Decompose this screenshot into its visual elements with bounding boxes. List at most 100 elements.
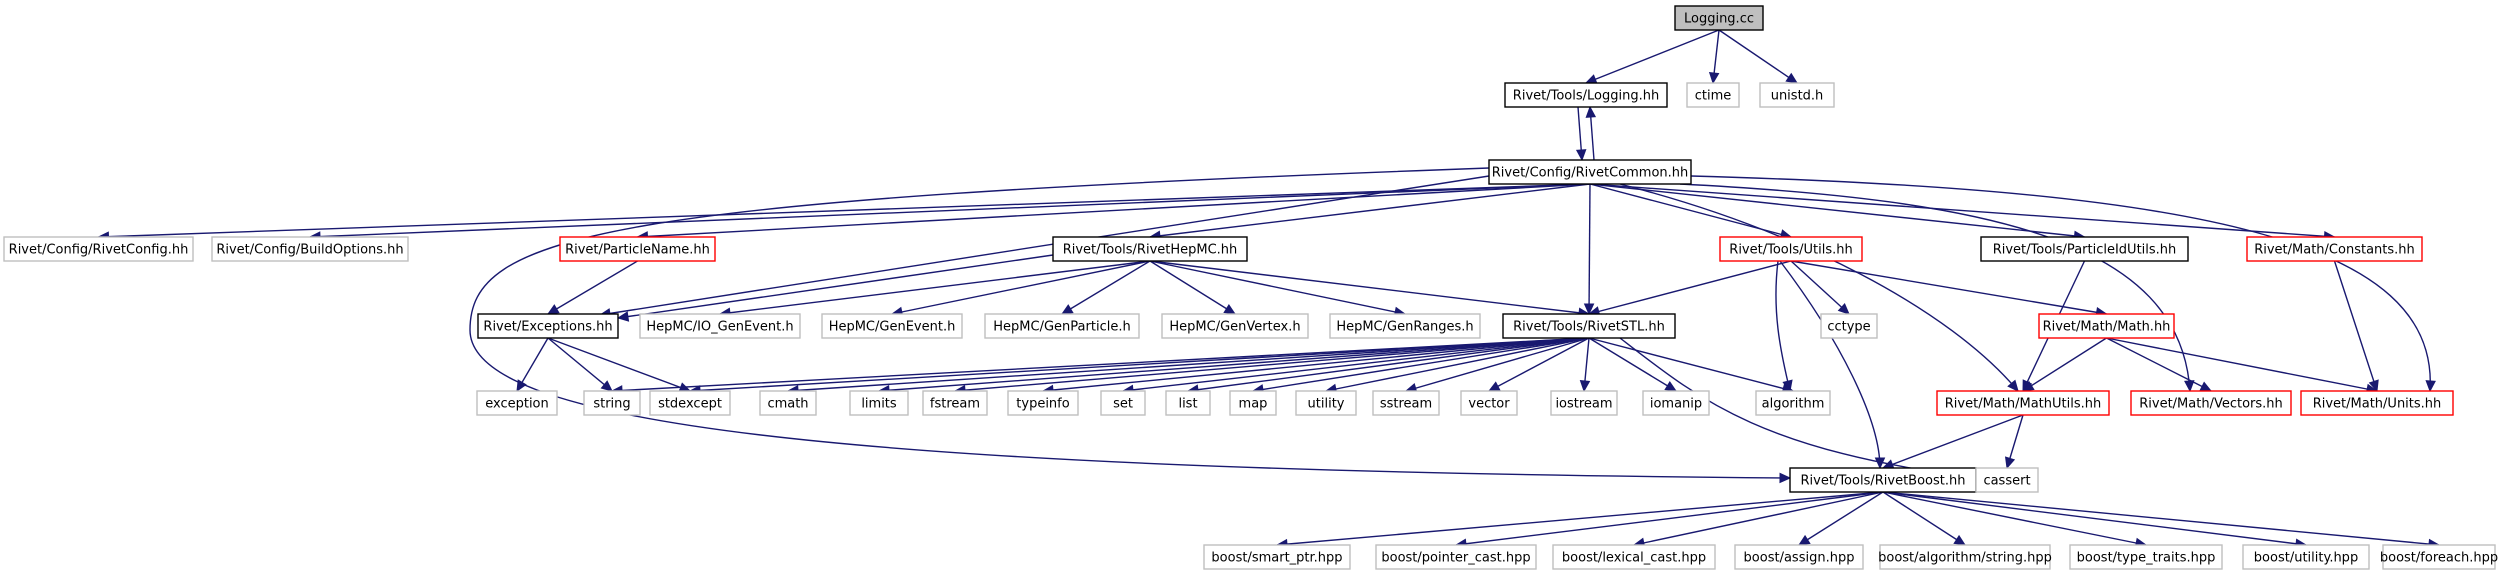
node-exceptions[interactable]: Rivet/Exceptions.hh — [477, 313, 619, 339]
node-foreach[interactable]: boost/foreach.hpp — [2380, 544, 2498, 570]
edge-arrowhead — [2184, 380, 2195, 393]
edge-arrowhead — [600, 380, 613, 392]
node-rivetcommon[interactable]: Rivet/Config/RivetCommon.hh — [1488, 159, 1692, 185]
edge-line — [1589, 183, 2335, 238]
node-label: HepMC/GenVertex.h — [1169, 320, 1300, 335]
node-vectors[interactable]: Rivet/Math/Vectors.hh — [2130, 390, 2292, 416]
node-tools_logging[interactable]: Rivet/Tools/Logging.hh — [1504, 82, 1668, 108]
node-box — [1759, 82, 1835, 108]
edge-arrowhead — [616, 311, 630, 322]
node-smart_ptr[interactable]: boost/smart_ptr.hpp — [1203, 544, 1351, 570]
edge-arrowhead — [1487, 381, 1501, 392]
edge-tools_logging-to-rivetcommon — [1575, 106, 1587, 162]
node-ctime[interactable]: ctime — [1686, 82, 1740, 108]
node-rivetboost[interactable]: Rivet/Tools/RivetBoost.hh — [1789, 467, 1977, 493]
node-rivetconfig[interactable]: Rivet/Config/RivetConfig.hh — [3, 236, 194, 262]
node-genparticle[interactable]: HepMC/GenParticle.h — [984, 313, 1140, 339]
node-iostream[interactable]: iostream — [1550, 390, 1618, 416]
node-label: stdexcept — [658, 397, 722, 412]
node-vector[interactable]: vector — [1460, 390, 1518, 416]
edge-line — [309, 183, 1591, 238]
node-box — [1007, 390, 1079, 416]
node-box — [1502, 313, 1676, 339]
node-stdexcept[interactable]: stdexcept — [649, 390, 731, 416]
node-set[interactable]: set — [1100, 390, 1146, 416]
node-sstream[interactable]: sstream — [1372, 390, 1440, 416]
node-algorithm[interactable]: algorithm — [1755, 390, 1831, 416]
node-genvertex[interactable]: HepMC/GenVertex.h — [1161, 313, 1309, 339]
node-label: Rivet/Tools/Utils.hh — [1729, 243, 1852, 258]
node-label: Logging.cc — [1684, 12, 1754, 27]
node-pointer_cast[interactable]: boost/pointer_cast.hpp — [1375, 544, 1537, 570]
edge-rivetboost-to-smart_ptr — [1275, 491, 1884, 550]
node-rivethepmc[interactable]: Rivet/Tools/RivetHepMC.hh — [1052, 236, 1248, 262]
node-assign[interactable]: boost/assign.hpp — [1734, 544, 1864, 570]
edge-rivethepmc-to-genparticle — [1060, 260, 1151, 315]
node-utils[interactable]: Rivet/Tools/Utils.hh — [1719, 236, 1863, 262]
node-box — [2069, 544, 2223, 570]
node-typeinfo[interactable]: typeinfo — [1007, 390, 1079, 416]
node-box — [211, 236, 409, 262]
node-type_traits[interactable]: boost/type_traits.hpp — [2069, 544, 2223, 570]
node-iomanip[interactable]: iomanip — [1642, 390, 1710, 416]
edge-arrowhead — [2368, 379, 2379, 393]
node-genevent[interactable]: HepMC/GenEvent.h — [821, 313, 963, 339]
node-math[interactable]: Rivet/Math/Math.hh — [2038, 313, 2175, 339]
node-box — [1755, 390, 1831, 416]
node-lexical_cast[interactable]: boost/lexical_cast.hpp — [1552, 544, 1716, 570]
edge-rivetcommon-to-tools_logging — [1585, 105, 1597, 161]
node-utility[interactable]: utility — [1295, 390, 1357, 416]
edge-logging_cc-to-ctime — [1708, 29, 1720, 85]
node-cmath[interactable]: cmath — [759, 390, 817, 416]
edge-line — [1405, 337, 1590, 392]
edge-exceptions-to-stdexcept — [547, 337, 692, 393]
edge-logging_cc-to-tools_logging — [1584, 29, 1720, 85]
edge-arrowhead — [2004, 456, 2016, 470]
edge-rivethepmc-to-exceptions — [616, 254, 1054, 322]
node-buildoptions[interactable]: Rivet/Config/BuildOptions.hh — [211, 236, 409, 262]
edge-arrowhead — [1575, 149, 1587, 162]
edge-rivetboost-to-lexical_cast — [1632, 491, 1884, 548]
edge-line — [611, 337, 1590, 392]
edge-particlename-to-exceptions — [546, 260, 638, 315]
edge-arrowhead — [1223, 303, 1237, 315]
node-mathutils[interactable]: Rivet/Math/MathUtils.hh — [1936, 390, 2110, 416]
edge-line — [1149, 260, 1406, 315]
node-string[interactable]: string — [583, 390, 641, 416]
node-box — [2300, 390, 2454, 416]
edge-line — [547, 337, 691, 392]
node-label: boost/smart_ptr.hpp — [1211, 551, 1342, 566]
node-b_utility[interactable]: boost/utility.hpp — [2242, 544, 2370, 570]
node-io_genevent[interactable]: HepMC/IO_GenEvent.h — [639, 313, 801, 339]
edge-line — [1588, 337, 1677, 392]
node-exception[interactable]: exception — [476, 390, 558, 416]
node-rivetstl[interactable]: Rivet/Tools/RivetSTL.hh — [1502, 313, 1676, 339]
edge-math-to-units — [2106, 337, 2379, 395]
node-box — [821, 313, 963, 339]
node-box — [2130, 390, 2292, 416]
edge-rivetcommon-to-utils — [1589, 183, 1793, 240]
edge-line — [1882, 491, 2147, 546]
node-cctype[interactable]: cctype — [1820, 313, 1878, 339]
node-label: HepMC/GenRanges.h — [1336, 320, 1473, 335]
node-cassert[interactable]: cassert — [1975, 467, 2039, 493]
node-box — [1504, 82, 1668, 108]
node-map[interactable]: map — [1229, 390, 1277, 416]
edge-line — [1633, 491, 1884, 546]
node-genranges[interactable]: HepMC/GenRanges.h — [1329, 313, 1481, 339]
node-particlename[interactable]: Rivet/ParticleName.hh — [559, 236, 716, 262]
node-alg_string[interactable]: boost/algorithm/string.hpp — [1878, 544, 2052, 570]
node-label: Rivet/Math/Units.hh — [2313, 397, 2442, 412]
edge-line — [891, 260, 1151, 315]
node-particleidutils[interactable]: Rivet/Tools/ParticleIdUtils.hh — [1980, 236, 2189, 262]
node-units[interactable]: Rivet/Math/Units.hh — [2300, 390, 2454, 416]
node-unistd[interactable]: unistd.h — [1759, 82, 1835, 108]
node-limits[interactable]: limits — [849, 390, 909, 416]
edge-line — [1679, 183, 2191, 392]
node-constants[interactable]: Rivet/Math/Constants.hh — [2246, 236, 2423, 262]
node-box — [1165, 390, 1211, 416]
node-list[interactable]: list — [1165, 390, 1211, 416]
node-box — [1936, 390, 2110, 416]
node-fstream[interactable]: fstream — [922, 390, 988, 416]
